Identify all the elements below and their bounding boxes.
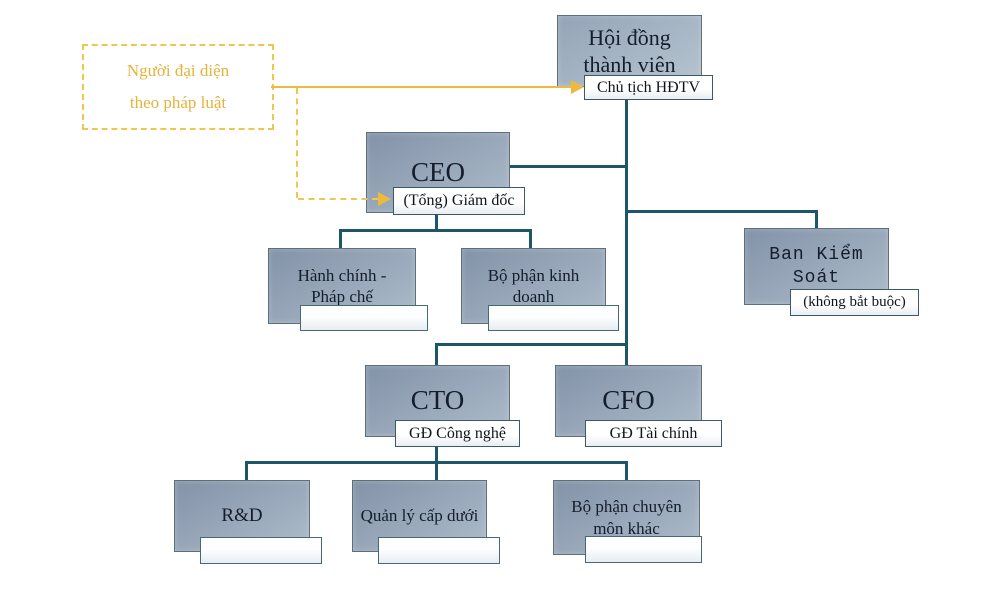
connector-ceo-horizontal [508, 165, 627, 168]
tag-empty-subordinate [378, 537, 500, 564]
node-cfo-title: CFO [602, 385, 655, 416]
connector-cto-stub [435, 444, 438, 464]
tag-empty-business-dept [488, 305, 619, 331]
node-legal-representative: Người đại diện theo pháp luật [82, 44, 274, 130]
node-rnd-title: R&D [221, 505, 263, 527]
tag-empty-rnd [200, 537, 322, 564]
connector-main-vertical [625, 96, 628, 366]
node-supervisory-board-title: Ban Kiểm Soát [769, 245, 864, 288]
connector-other-drop [625, 461, 628, 481]
connector-subordinate-drop [435, 461, 438, 481]
connector-supervisory-horizontal [625, 210, 818, 213]
connector-business-drop [529, 229, 532, 249]
connector-rnd-drop [245, 461, 248, 481]
node-ceo-title: CEO [411, 156, 465, 187]
node-members-council-title: Hội đồng thành viên [583, 24, 676, 78]
connector-admin-drop [339, 229, 342, 249]
arrow-right-icon [378, 192, 391, 206]
tag-not-mandatory: (không bắt buộc) [790, 289, 919, 316]
arrow-right-icon [571, 80, 584, 94]
node-members-council: Hội đồng thành viên [557, 15, 702, 87]
tag-technology-director: GĐ Công nghệ [395, 420, 520, 447]
node-supervisory-board: Ban Kiểm Soát [744, 228, 889, 305]
connector-cto-cfo-horizontal [435, 343, 628, 346]
tag-general-director: (Tổng) Giám đốc [393, 187, 525, 215]
connector-cto-drop [435, 343, 438, 366]
tag-empty-other-specialized [585, 536, 702, 563]
node-business-dept-title: Bộ phận kinh doanh [487, 265, 580, 306]
tag-finance-director: GĐ Tài chính [585, 420, 722, 447]
legal-rep-dashed-vertical [296, 88, 298, 198]
connector-supervisory-drop [815, 210, 818, 230]
tag-chairman-hdtv: Chủ tịch HĐTV [584, 75, 713, 100]
node-subordinate-management-title: Quản lý cấp dưới [360, 506, 479, 526]
legal-rep-solid-line [271, 86, 573, 88]
node-admin-legal-title: Hành chính - Pháp chế [297, 265, 387, 306]
tag-empty-admin-legal [300, 305, 428, 331]
connector-ceo-children-horizontal [339, 229, 532, 232]
node-cto-title: CTO [410, 385, 465, 416]
node-other-specialized-dept-title: Bộ phận chuyên môn khác [571, 497, 682, 538]
legal-rep-dashed-horizontal [298, 198, 378, 200]
connector-ceo-stub [435, 211, 438, 232]
